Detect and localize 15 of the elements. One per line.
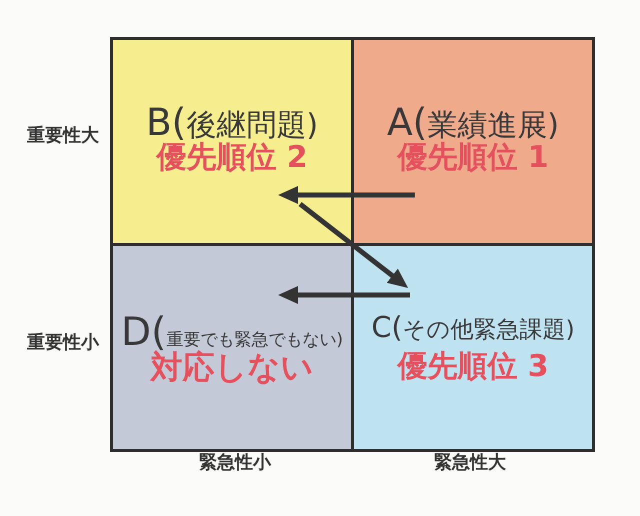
axis-label: 緊急性大 (434, 452, 506, 474)
quadrant-box (110, 243, 354, 452)
quadrant-box (110, 37, 354, 246)
arrow (278, 286, 410, 304)
priority-label: 優先順位 1 (397, 140, 549, 176)
priority-label: 優先順位 2 (156, 140, 308, 176)
arrow (298, 202, 408, 288)
arrow (278, 186, 415, 204)
quadrant-box (351, 243, 595, 452)
axis-label: 緊急性小 (199, 452, 271, 474)
axis-label: 重要性大 (27, 125, 99, 147)
quadrant-box (351, 37, 595, 246)
axis-label: 重要性小 (27, 332, 99, 354)
quadrant-heading: C(その他緊急課題) (371, 310, 575, 345)
priority-label: 優先順位 3 (397, 349, 549, 385)
